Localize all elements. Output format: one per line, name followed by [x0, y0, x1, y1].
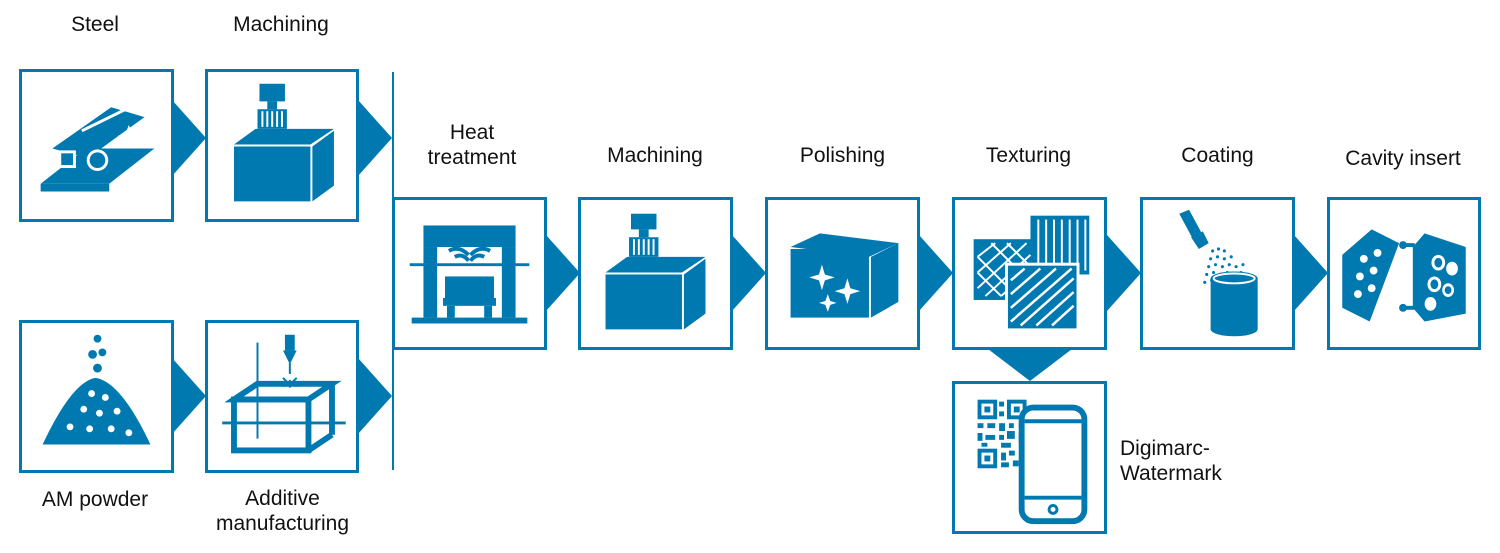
step-am-powder — [19, 320, 174, 473]
arrow-texturing-to-digimarc — [988, 349, 1072, 381]
arrow-additive-to-heat — [358, 358, 392, 434]
arrow-texturing-to-coating — [1107, 235, 1141, 311]
arrow-steel-to-machining — [172, 100, 206, 176]
arrow-coating-to-cavity — [1294, 235, 1328, 311]
arrow-machining-to-heat — [358, 100, 392, 176]
label-cavity-insert: Cavity insert — [1345, 147, 1461, 170]
milling-machine-icon — [605, 213, 706, 330]
step-polishing — [765, 197, 920, 350]
step-additive-manufacturing — [205, 320, 359, 473]
laser-printing-icon — [222, 334, 346, 454]
furnace-icon — [409, 225, 530, 324]
step-steel — [19, 69, 174, 222]
step-texturing — [952, 197, 1107, 350]
qr-smartphone-icon — [977, 399, 1088, 525]
sparkling-block-icon — [790, 233, 899, 318]
step-heat-treatment — [392, 197, 547, 350]
arrow-polishing-to-texturing — [919, 235, 953, 311]
label-heat-treatment: Heat treatment — [427, 121, 517, 169]
texture-sheets-icon — [973, 215, 1090, 332]
label-polishing: Polishing — [799, 144, 886, 167]
powder-pile-icon — [42, 334, 151, 445]
step-cavity-insert — [1327, 197, 1481, 350]
arrow-machining-to-polishing — [732, 235, 766, 311]
step-machining — [578, 197, 733, 350]
arrow-heat-to-machining — [546, 235, 580, 311]
label-additive-manufacturing: Additive manufacturing — [215, 487, 350, 535]
label-texturing: Texturing — [985, 144, 1072, 167]
label-machining: Machining — [607, 144, 703, 167]
spray-coating-icon — [1179, 209, 1258, 337]
milling-machine-icon — [233, 83, 334, 202]
step-machining-top — [205, 69, 359, 222]
mold-insert-icon — [1342, 229, 1466, 322]
label-am-powder: AM powder — [41, 488, 149, 511]
label-digimarc-watermark: Digimarc- Watermark — [1120, 437, 1222, 485]
label-machining-top: Machining — [233, 13, 329, 36]
label-steel: Steel — [71, 13, 119, 36]
steel-rolling-icon — [40, 107, 155, 192]
step-digimarc-watermark — [952, 381, 1107, 534]
label-coating: Coating — [1181, 144, 1254, 167]
arrow-powder-to-additive — [172, 358, 206, 434]
step-coating — [1140, 197, 1295, 350]
